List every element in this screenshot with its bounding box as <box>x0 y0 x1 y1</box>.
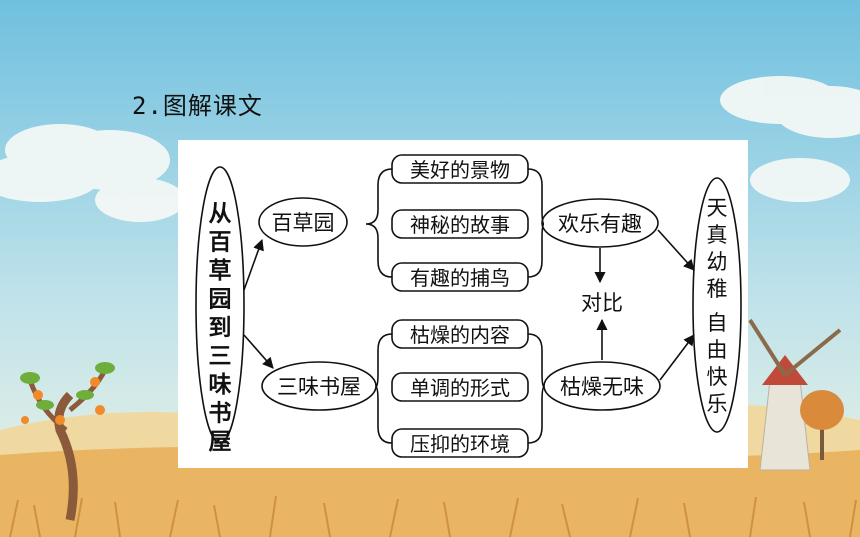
place-top-oval <box>258 197 348 247</box>
result-chars-2-char: 乐 <box>707 392 728 416</box>
arrow-bottom-to-result <box>659 334 695 381</box>
story-diagram: 从百草园到三味书屋 百草园 三味书屋 美好的景物 神秘的故事 有趣的捕鸟 枯燥的… <box>195 154 742 458</box>
bottom-item-box-2 <box>391 372 529 402</box>
place-bottom-label: 三味书屋 <box>277 375 361 399</box>
result-line-1: 天真幼稚 <box>707 196 728 301</box>
grass-strokes <box>9 495 857 537</box>
brace-left-top <box>365 168 393 278</box>
place-top-label: 百草园 <box>272 211 335 235</box>
tree-left <box>20 362 115 521</box>
result-chars-1-char: 天 <box>707 196 728 220</box>
top-item-box-2 <box>391 209 529 239</box>
result-chars-1-char: 真 <box>707 223 728 247</box>
tree-right <box>800 390 844 460</box>
cloud-right <box>720 76 860 202</box>
section-heading: 2.图解课文 <box>132 92 263 120</box>
bottom-item-label-2: 单调的形式 <box>410 376 510 400</box>
place-bottom-oval <box>261 361 377 411</box>
result-chars-2-char: 快 <box>707 365 728 389</box>
contrast-label: 对比 <box>581 291 623 315</box>
title-oval <box>195 166 245 444</box>
brace-right-top <box>527 168 545 278</box>
title-chars-char: 三 <box>209 344 232 370</box>
bottom-item-label-1: 枯燥的内容 <box>410 323 510 347</box>
result-line-2: 自由快乐 <box>707 311 728 416</box>
arrow-title-to-top <box>243 238 264 291</box>
arrow-top-to-result <box>657 229 695 271</box>
top-item-label-1: 美好的景物 <box>410 158 510 182</box>
result-chars-2-char: 自 <box>707 311 728 335</box>
title-chars-char: 味 <box>209 372 232 398</box>
cloud-left <box>0 124 185 222</box>
result-oval <box>692 177 742 433</box>
diagram-panel: 从百草园到三味书屋 百草园 三味书屋 美好的景物 神秘的故事 有趣的捕鸟 枯燥的… <box>178 140 748 468</box>
result-chars-1-char: 幼 <box>707 250 728 274</box>
title-chars-text: 从百草园到三味书屋 <box>209 201 232 455</box>
result-chars-2-text: 自由快乐 <box>707 311 728 416</box>
title-chars-char: 书 <box>209 401 232 427</box>
top-item-label-3: 有趣的捕鸟 <box>410 266 510 290</box>
summary-bottom-oval <box>543 361 661 411</box>
title-chars-char: 百 <box>209 230 232 256</box>
title-chars-char: 草 <box>209 258 232 284</box>
bottom-item-label-3: 压抑的环境 <box>410 432 510 456</box>
result-chars-1-text: 天真幼稚 <box>707 196 728 301</box>
result-chars-1-char: 稚 <box>707 277 728 301</box>
arrow-title-to-bottom <box>243 334 274 369</box>
title-chars-char: 园 <box>209 287 232 313</box>
title-vertical: 从百草园到三味书屋 <box>209 201 232 455</box>
summary-top-label: 欢乐有趣 <box>558 212 642 236</box>
top-item-label-2: 神秘的故事 <box>410 213 510 237</box>
summary-top-oval <box>541 198 659 248</box>
title-chars-char: 从 <box>209 201 232 227</box>
brace-left-bottom <box>375 333 393 444</box>
brace-right-bottom <box>527 333 545 444</box>
result-chars-2-char: 由 <box>707 338 728 362</box>
title-chars-char: 到 <box>209 315 232 341</box>
title-chars-char: 屋 <box>209 429 232 455</box>
windmill-right <box>748 318 842 471</box>
summary-bottom-label: 枯燥无味 <box>560 375 644 399</box>
